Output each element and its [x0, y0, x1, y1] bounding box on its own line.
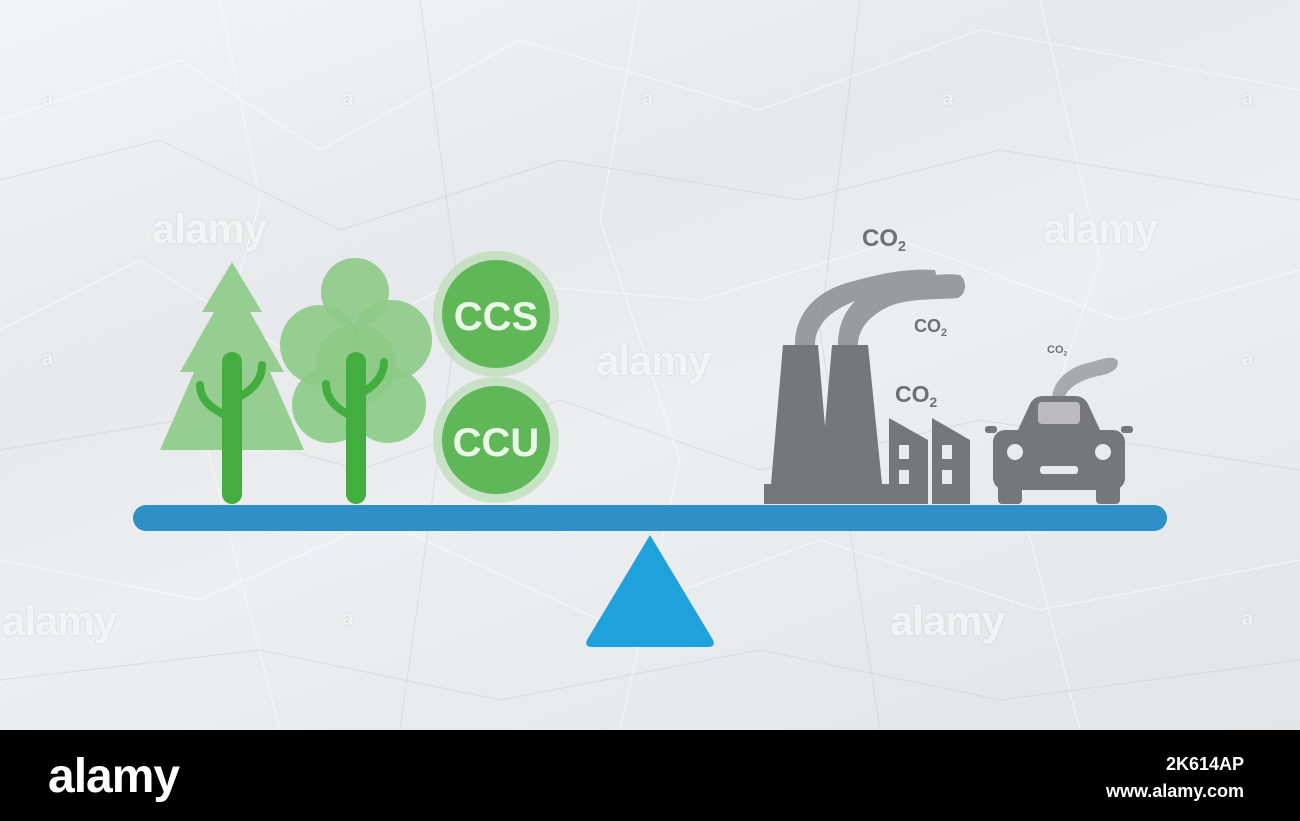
- watermark-small: a: [42, 348, 54, 370]
- seesaw-fulcrum: [586, 535, 714, 647]
- watermark-small: a: [1242, 88, 1254, 110]
- ccs-label: CCS: [454, 295, 538, 339]
- brand-logo: alamy: [48, 750, 180, 803]
- building-icon: [889, 418, 970, 504]
- watermark-small: a: [942, 88, 954, 110]
- co2-label: CO2: [914, 316, 948, 339]
- watermark-small: a: [642, 88, 654, 110]
- co2-label: CO2: [862, 225, 907, 256]
- co2-label: CO2: [895, 381, 938, 410]
- ccu-badge: CCU: [433, 377, 559, 503]
- watermark-small: a: [1242, 608, 1254, 630]
- site-url: www.alamy.com: [1105, 781, 1244, 801]
- watermark-small: a: [1242, 348, 1254, 370]
- watermark-small: a: [342, 608, 354, 630]
- ccu-label: CCU: [453, 421, 540, 465]
- seesaw-illustration: CCS CCU: [133, 251, 1167, 647]
- watermark: alamy: [1043, 205, 1158, 252]
- car-icon: [985, 396, 1133, 504]
- pine-tree-icon: [160, 262, 304, 504]
- smoke-plume: [795, 269, 966, 345]
- watermark: alamy: [596, 337, 711, 384]
- footer-bar: [0, 730, 1300, 821]
- watermark-small: a: [42, 88, 54, 110]
- seesaw-beam: [133, 505, 1167, 531]
- deciduous-tree-icon: [280, 258, 432, 504]
- co2-label: CO2: [1047, 344, 1068, 358]
- watermark: alamy: [2, 597, 117, 644]
- image-id: 2K614AP: [1165, 754, 1244, 774]
- watermark-small: a: [342, 88, 354, 110]
- watermark: alamy: [152, 205, 267, 252]
- exhaust-smoke: [1052, 357, 1118, 400]
- ccs-badge: CCS: [433, 251, 559, 377]
- watermark: alamy: [890, 597, 1005, 644]
- factory-icon: [764, 345, 890, 504]
